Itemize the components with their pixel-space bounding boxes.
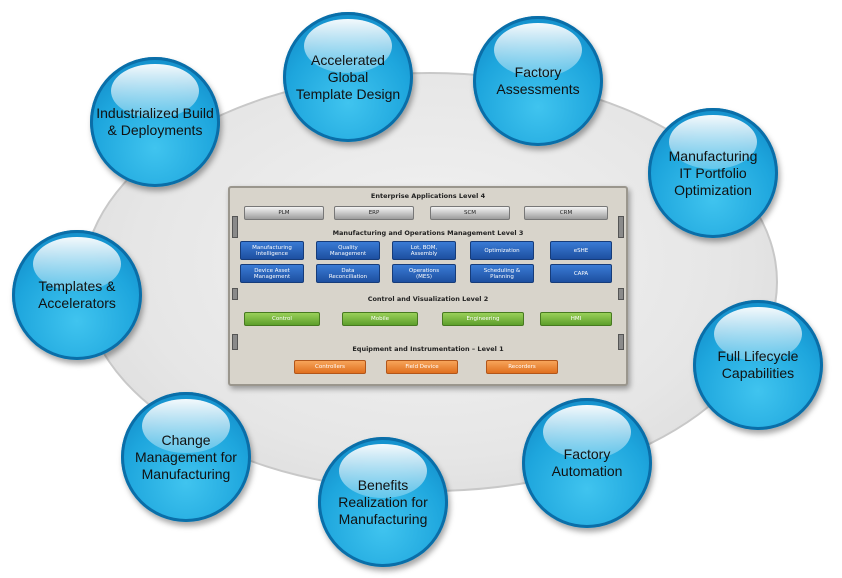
level3-chip: CAPA [550,264,612,283]
level4-band: Enterprise Applications Level 4 PLM ERP … [234,191,622,225]
bubble-industrialized-build: Industrialized Build & Deployments [90,57,220,187]
connector-pipe [618,334,624,350]
level1-chip-field-device: Field Device [386,360,458,374]
bubble-label: Change Management for Manufacturing [135,431,237,482]
level1-band: Equipment and Instrumentation – Level 1 … [234,344,622,382]
level2-chip-control: Control [244,312,320,326]
connector-pipe [618,216,624,238]
bubble-factory-assessments: Factory Assessments [473,16,603,146]
bubble-label: Full Lifecycle Capabilities [717,348,799,381]
level2-chip-engineering: Engineering [442,312,524,326]
level3-chip: eSHE [550,241,612,260]
bubble-full-lifecycle: Full Lifecycle Capabilities [693,300,823,430]
level4-chip-scm: SCM [430,206,510,220]
level3-chip: Data Reconciliation [316,264,380,283]
connector-pipe [618,288,624,300]
level1-chip-controllers: Controllers [294,360,366,374]
level4-chip-crm: CRM [524,206,608,220]
connector-pipe [232,288,238,300]
bubble-accelerated-global-template: Accelerated Global Template Design [283,12,413,142]
level4-chip-erp: ERP [334,206,414,220]
level2-title: Control and Visualization Level 2 [367,295,489,303]
level3-chip: Device Asset Management [240,264,304,283]
level3-title: Manufacturing and Operations Management … [332,229,524,237]
level3-chip: Scheduling & Planning [470,264,534,283]
level4-title: Enterprise Applications Level 4 [370,192,486,200]
bubble-templates-accelerators: Templates & Accelerators [12,230,142,360]
level2-chip-mobile: Mobile [342,312,418,326]
level1-title: Equipment and Instrumentation – Level 1 [352,345,504,353]
bubble-label: Manufacturing IT Portfolio Optimization [668,147,758,198]
bubble-change-management: Change Management for Manufacturing [121,392,251,522]
level3-band: Manufacturing and Operations Management … [234,228,622,290]
level3-chip: Optimization [470,241,534,260]
level3-chip: Manufacturing Intelligence [240,241,304,260]
level3-chip: Lot, BOM, Assembly [392,241,456,260]
level2-chip-hmi: HMI [540,312,612,326]
level3-chip: Operations (MES) [392,264,456,283]
bubble-label: Industrialized Build & Deployments [96,105,214,138]
level2-band: Control and Visualization Level 2 Contro… [234,294,622,332]
level4-chip-plm: PLM [244,206,324,220]
bubble-label: Benefits Realization for Manufacturing [338,476,428,527]
bubble-label: Templates & Accelerators [38,278,116,311]
level3-chip: Quality Management [316,241,380,260]
connector-pipe [232,334,238,350]
bubble-label: Factory Automation [551,446,623,479]
bubble-it-portfolio-optimization: Manufacturing IT Portfolio Optimization [648,108,778,238]
connector-pipe [232,216,238,238]
level1-chip-recorders: Recorders [486,360,558,374]
bubble-label: Factory Assessments [496,64,580,97]
bubble-benefits-realization: Benefits Realization for Manufacturing [318,437,448,567]
bubble-factory-automation: Factory Automation [522,398,652,528]
architecture-stack: Enterprise Applications Level 4 PLM ERP … [228,186,628,386]
bubble-label: Accelerated Global Template Design [295,51,401,102]
